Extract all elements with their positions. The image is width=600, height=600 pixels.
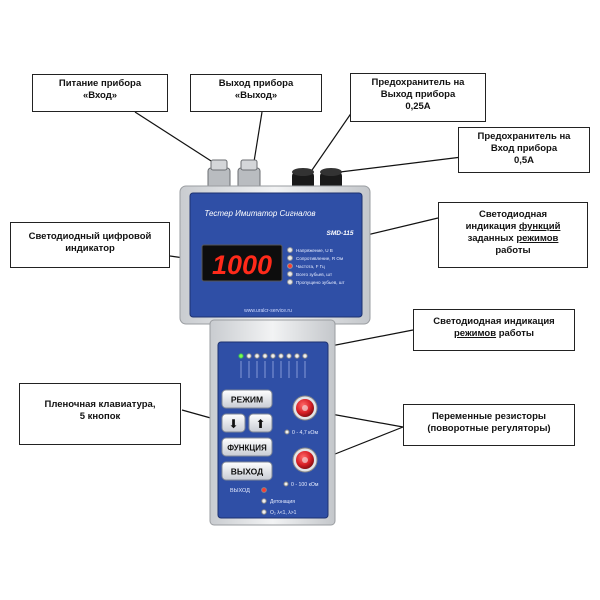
up-button[interactable]: ⬆ [249, 414, 272, 432]
callout-text: заданных [468, 233, 517, 244]
callout-fuse-output: Предохранитель на Выход прибора 0,25А [350, 73, 486, 122]
device-website: www.uralcr-service.ru [244, 308, 292, 314]
resistor-1-range: 0 - 4,7 кОм [292, 430, 318, 436]
callout-text: индикация [466, 221, 519, 232]
mode-led [287, 354, 291, 358]
callout-text: Предохранитель на [355, 77, 481, 89]
callout-text: работы [496, 328, 534, 339]
resistor-2-led [284, 482, 288, 486]
output-button-label: ВЫХОД [231, 467, 263, 477]
callout-text: 0,5А [463, 155, 585, 167]
mode-indicators [239, 354, 307, 378]
mode-led [279, 354, 283, 358]
mode-led [303, 354, 307, 358]
callout-text: функций [519, 221, 560, 232]
callout-resistors: Переменные резисторы (поворотные регулят… [403, 404, 575, 446]
down-button[interactable]: ⬇ [222, 414, 245, 432]
function-led [288, 272, 293, 277]
device-model: SMD-115 [327, 230, 354, 237]
callout-text: Предохранитель на [463, 131, 585, 143]
mode-button-label: РЕЖИМ [231, 395, 263, 405]
resistor-knob-2[interactable] [293, 448, 317, 472]
function-led [288, 256, 293, 261]
detonation-led [262, 499, 266, 503]
function-button-label: ФУНКЦИЯ [227, 444, 267, 453]
callout-device-output: Выход прибора «Выход» [190, 74, 322, 112]
function-label: Пропущено зубьев, шт [296, 280, 346, 285]
up-arrow-icon: ⬆ [255, 417, 265, 431]
callout-function-leds: Светодиодная индикация функций заданных … [438, 202, 588, 268]
function-led [288, 248, 293, 253]
callout-text: Пленочная клавиатура, [24, 399, 176, 411]
resistor-knob-1[interactable] [293, 396, 317, 420]
led-display-value: 1000 [212, 250, 272, 280]
mode-led [263, 354, 267, 358]
callout-text: «Выход» [195, 90, 317, 102]
mode-led [271, 354, 275, 358]
lambda-label: O₂ λ<1, λ>1 [270, 510, 297, 516]
callout-text: индикация функций [443, 221, 583, 233]
callout-power-input: Питание прибора «Вход» [32, 74, 168, 112]
callout-text: Светодиодная индикация [418, 316, 570, 328]
function-label: Частота, F Гц [296, 264, 325, 269]
lambda-led [262, 510, 266, 514]
function-led [288, 264, 293, 269]
output-button[interactable]: ВЫХОД [222, 462, 272, 480]
function-label: Всего зубьев, шт [296, 272, 333, 277]
mode-button[interactable]: РЕЖИМ [222, 390, 272, 408]
detonation-label: Детонация [270, 499, 295, 505]
callout-fuse-input: Предохранитель на Вход прибора 0,5А [458, 127, 590, 173]
function-led [288, 280, 293, 285]
device-title: Тестер Имитатор Сигналов [204, 209, 315, 218]
resistor-2-range: 0 - 100 кОм [291, 482, 319, 488]
callout-text: режимов [454, 328, 496, 339]
callout-text: Выход прибора [195, 78, 317, 90]
mode-led [295, 354, 299, 358]
callout-text: «Вход» [37, 90, 163, 102]
output-led [262, 488, 267, 493]
resistor-1-led [285, 430, 289, 434]
callout-text: 0,25А [355, 101, 481, 113]
callout-mode-leds: Светодиодная индикация режимов работы [413, 309, 575, 351]
function-label: Сопротивление, R Ом [296, 256, 343, 261]
callout-text: режимов [516, 233, 558, 244]
callout-text: 5 кнопок [24, 411, 176, 423]
mode-led [239, 354, 243, 358]
callout-text: Светодиодная [443, 209, 583, 221]
callout-text: режимов работы [418, 328, 570, 340]
mode-led [255, 354, 259, 358]
callout-text: индикатор [15, 243, 165, 255]
callout-text: заданных режимов [443, 233, 583, 245]
down-arrow-icon: ⬇ [228, 417, 238, 431]
callout-text: работы [443, 245, 583, 257]
mode-led [247, 354, 251, 358]
output-indicator-label: ВЫХОД [230, 488, 250, 494]
function-label: Напряжение, U В [296, 248, 333, 253]
callout-text: Светодиодный цифровой [15, 231, 165, 243]
callout-keypad: Пленочная клавиатура, 5 кнопок [19, 383, 181, 445]
function-button[interactable]: ФУНКЦИЯ [222, 438, 272, 456]
callout-text: Выход прибора [355, 89, 481, 101]
callout-text: (поворотные регуляторы) [408, 423, 570, 435]
callout-text: Переменные резисторы [408, 411, 570, 423]
callout-text: Вход прибора [463, 143, 585, 155]
callout-led-display: Светодиодный цифровой индикатор [10, 222, 170, 268]
callout-text: Питание прибора [37, 78, 163, 90]
